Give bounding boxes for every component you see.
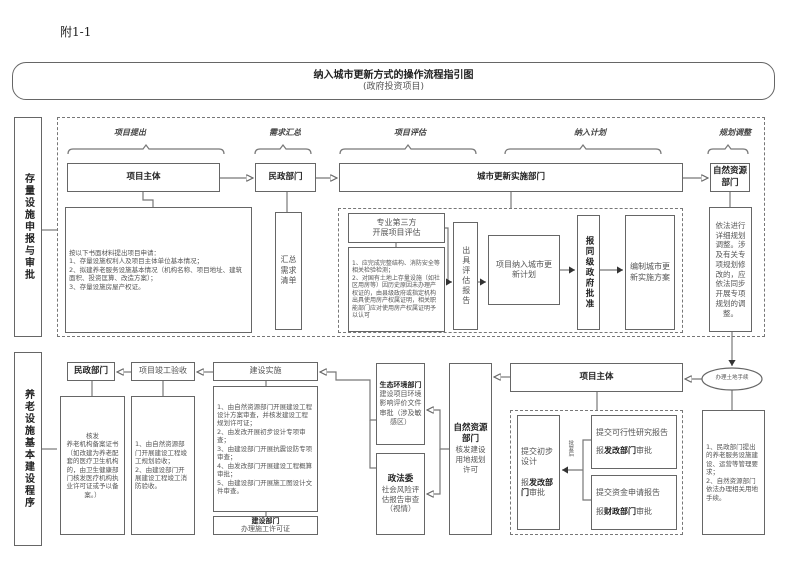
prelim-design-label: 提交初步设计	[521, 446, 553, 466]
summary-list-box: 汇总需求清单	[275, 212, 302, 330]
batch-label: 批复后	[567, 440, 574, 457]
appendix-label: 附1-1	[60, 25, 92, 39]
phase-label: 需求汇总	[269, 128, 301, 137]
assessment-container	[338, 208, 683, 333]
construction-dept-box: 建设部门 办理施工许可证	[213, 516, 318, 535]
acceptance-text-box: 1、由自然资源部门开展建设工程竣工规划验收； 2、由建设部门开展建设工程竣工消防…	[131, 396, 195, 535]
top-section-label: 存量设施申报与审批	[14, 117, 42, 337]
dept-name: 发改部门	[521, 477, 553, 498]
nr-dept-label: 自然资源部门	[453, 423, 488, 445]
application-materials-box: 按以下书面材料提出项目申请： 1、存量设施权利人及项目主体单位基本情况； 2、拟…	[65, 207, 252, 333]
construction-text-box: 1、由自然资源部门开展建设工程设计方案审查，并核发建设工程规划许可证； 2、由发…	[213, 386, 318, 512]
eco-dept-label: 生态环境部门	[379, 381, 422, 390]
natural-resources-box: 自然资源部门	[710, 163, 750, 192]
bottom-section-label: 养老设施基本建设程序	[14, 352, 42, 546]
text: 审批	[636, 446, 652, 455]
construction-dept-label: 建设部门	[251, 516, 280, 525]
dept-name: 财政部门	[604, 506, 636, 516]
diagram-title: 纳入城市更新方式的操作流程指引图	[313, 69, 474, 81]
project-subject-box-bottom: 项目主体	[510, 363, 683, 392]
phase-label: 规划调整	[719, 128, 751, 137]
project-subject-box: 项目主体	[67, 163, 220, 192]
fund-label: 提交资金申请报告	[596, 488, 660, 498]
text: 报	[596, 446, 604, 455]
political-dept-box: 政法委 社会风险评估报告审查（视情）	[376, 453, 425, 535]
political-text: 社会风险评估报告审查（视情）	[381, 484, 420, 514]
compile-plan-box: 编制城市更新实施方案	[625, 215, 675, 330]
civil-affairs-box: 民政部门	[255, 163, 316, 192]
title-box: 纳入城市更新方式的操作流程指引图 (政府投资项目)	[12, 62, 775, 100]
top-section-container	[57, 117, 765, 337]
right-notes-box: 1、民政部门提出的养老服务设施建设、运营等管理要求； 2、自然资源部门依法办理相…	[702, 410, 765, 535]
phase-label: 纳入计划	[574, 128, 606, 137]
civil-affairs-box-bottom: 民政部门	[67, 362, 115, 381]
construction-box: 建设实施	[213, 362, 318, 381]
civil-affairs-text-box: 核发 养老机构备案证书 （如改建为养老配套的医疗卫生机构的，由卫生健康部门核发医…	[60, 396, 125, 535]
include-plan-box: 项目纳入城市更新计划	[488, 235, 560, 305]
prelim-design-box: 提交初步设计 报发改部门审批	[517, 415, 560, 530]
text: 审批	[529, 488, 545, 498]
text: 报	[521, 477, 529, 487]
third-party-box: 专业第三方 开展项目评估	[348, 213, 445, 243]
assessment-notes-box: 1、应完成完整结构、消防安全等相关检验检测； 2、对国有土地上存量设施（如社区用…	[348, 247, 445, 332]
nr-text: 核发建设用地规划许可	[455, 445, 486, 474]
dept-name: 发改部门	[604, 446, 636, 455]
nr-dept-box: 自然资源部门 核发建设用地规划许可	[449, 363, 492, 535]
land-procedures-ellipse	[701, 367, 763, 391]
feasibility-box: 提交可行性研究报告 报发改部门审批	[591, 415, 677, 469]
land-procedures-label: 办理土地手续	[715, 375, 749, 381]
planning-adjust-box: 依法进行详细规划调整。涉及有关专项规划修改的，应依法同步开展专项规划的调整。	[709, 207, 752, 332]
acceptance-box: 项目竣工验收	[131, 362, 195, 381]
text: 报	[596, 506, 604, 516]
phase-label: 项目评估	[394, 128, 426, 137]
text: 审批	[636, 506, 652, 516]
gov-approval-box: 报同级政府批准	[577, 215, 600, 330]
approval-container	[510, 410, 683, 535]
issue-report-box: 出具评估报告	[453, 222, 478, 330]
construction-permit-label: 办理施工许可证	[241, 524, 290, 533]
diagram-subtitle: (政府投资项目)	[362, 81, 425, 92]
fund-box: 提交资金申请报告 报财政部门审批	[591, 475, 677, 530]
political-dept-label: 政法委	[387, 473, 414, 484]
eco-dept-box: 生态环境部门 建设项目环境影响评价文件审批（涉及敏感区）	[376, 363, 425, 445]
feasibility-label: 提交可行性研究报告	[596, 427, 668, 437]
phase-label: 项目提出	[114, 128, 146, 137]
urban-renewal-dept-box: 城市更新实施部门	[339, 163, 683, 192]
eco-text: 建设项目环境影响评价文件审批（涉及敏感区）	[379, 390, 422, 426]
